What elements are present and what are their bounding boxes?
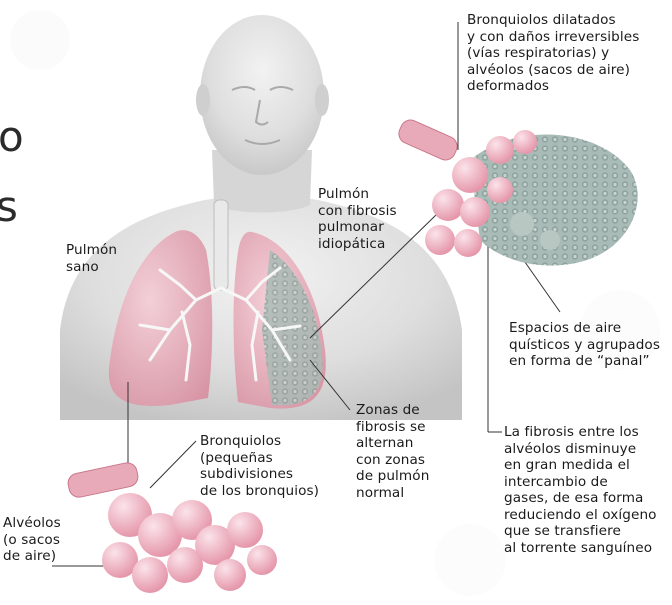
- trachea: [214, 200, 228, 290]
- label-honeycomb-spaces: Espacios de aire quísticos y agrupados e…: [509, 320, 660, 370]
- label-fibrosis-effect: La fibrosis entre los alvéolos disminuye…: [504, 424, 657, 556]
- label-dilated-bronchioles: Bronquiolos dilatados y con daños irreve…: [467, 12, 639, 95]
- ear: [196, 84, 210, 116]
- label-alveoli: Alvéolos (o sacos de aire): [3, 515, 61, 565]
- label-bronchioles: Bronquiolos (pequeñas subdivisiones de l…: [200, 433, 319, 499]
- label-alternating-zones: Zonas de fibrosis se alternan con zonas …: [356, 402, 429, 501]
- label-fibrosis-lung: Pulmón con fibrosis pulmonar idiopática: [318, 186, 397, 252]
- edge-glyph-bottom: s: [0, 182, 18, 231]
- edge-glyph-top: o: [0, 112, 24, 161]
- ear-right: [315, 84, 329, 116]
- label-healthy-lung: Pulmón sano: [66, 242, 117, 275]
- fibrotic-alveoli-cluster: [396, 117, 638, 266]
- head: [200, 15, 324, 175]
